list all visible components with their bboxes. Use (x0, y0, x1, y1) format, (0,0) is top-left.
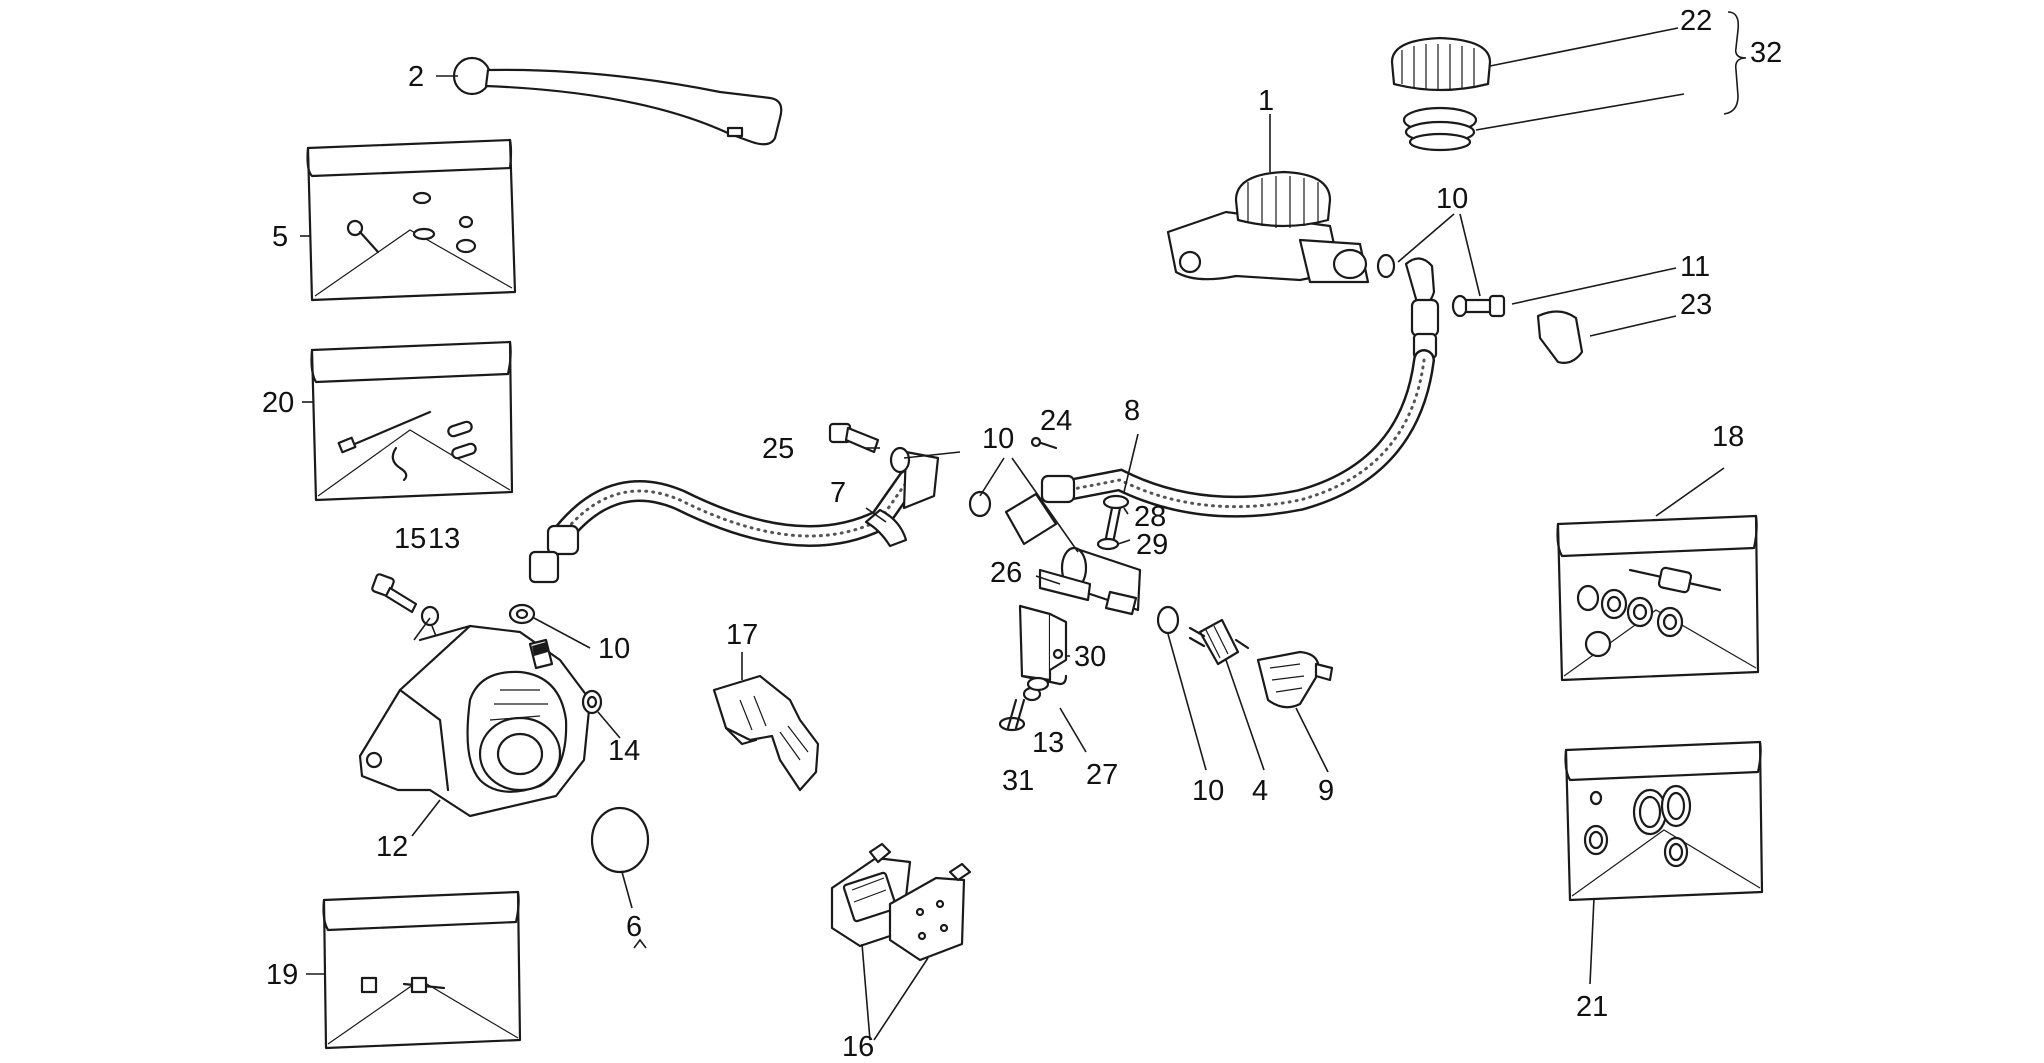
caliper-seal-bag-part (1564, 740, 1764, 902)
callout-7: 7 (830, 477, 846, 509)
master-cylinder-part (1166, 170, 1370, 284)
reservoir-cap-part (1390, 36, 1492, 152)
callout-28: 28 (1134, 501, 1166, 533)
callout-1: 1 (1258, 85, 1274, 117)
callout-10-upper: 10 (1436, 183, 1468, 215)
callout-9: 9 (1318, 775, 1334, 807)
callout-6: 6 (626, 911, 642, 943)
pin-24-part (1030, 436, 1058, 450)
bleeder-bolt-15-part (371, 573, 440, 627)
upper-banjo-fitting (1404, 257, 1440, 360)
callout-20: 20 (262, 387, 294, 419)
callout-18: 18 (1712, 421, 1744, 453)
callout-15: 15 (394, 523, 426, 555)
pad-spring-17-part (712, 674, 820, 792)
pin-kit-bag-part (310, 340, 514, 502)
brake-hose-8-part (1040, 349, 1435, 518)
callout-5: 5 (272, 221, 288, 253)
callout-2: 2 (408, 61, 424, 93)
bolt-kit-bag-part (306, 138, 517, 302)
seal-kit-bag-part (1556, 514, 1760, 682)
callout-27: 27 (1086, 759, 1118, 791)
callout-24: 24 (1040, 405, 1072, 437)
bolt-28-part (1096, 494, 1130, 551)
callout-13-lower: 13 (1032, 727, 1064, 759)
callout-23: 23 (1680, 289, 1712, 321)
callout-12: 12 (376, 831, 408, 863)
callout-17: 17 (726, 619, 758, 651)
washer-14-part (581, 689, 603, 715)
callout-11: 11 (1680, 251, 1710, 283)
callout-31: 31 (1002, 765, 1034, 797)
callout-30: 30 (1074, 641, 1106, 673)
callout-19: 19 (266, 959, 298, 991)
copper-washers-upper (1376, 253, 1396, 279)
brake-caliper-part (358, 624, 592, 818)
brake-hose-7-part (528, 450, 940, 584)
callout-25: 25 (762, 433, 794, 465)
leader-lines (300, 11, 1747, 1041)
brake-lever-part (452, 56, 783, 146)
callout-21: 21 (1576, 991, 1608, 1023)
callout-10-caliper: 10 (598, 633, 630, 665)
callout-8: 8 (1124, 395, 1140, 427)
dust-cap-23-part (1536, 310, 1584, 364)
callout-13-caliper: 13 (428, 523, 460, 555)
bolt-31-part (998, 676, 1050, 732)
callout-29: 29 (1136, 529, 1168, 561)
callout-16: 16 (842, 1031, 874, 1058)
banjo-bolt-25-part (828, 422, 911, 474)
brake-pads-16-part (830, 842, 972, 962)
callout-labels: 1 2 4 5 6 7 8 9 10 10 10 10 11 12 13 13 … (262, 5, 1782, 1063)
callout-26: 26 (990, 557, 1022, 589)
callout-22: 22 (1680, 5, 1712, 37)
switch-cover-9-part (1256, 650, 1334, 709)
banjo-bolt-11-part (1451, 294, 1506, 318)
callout-32: 32 (1750, 37, 1782, 69)
caret-mark (633, 938, 647, 949)
bleeder-kit-bag-part (322, 890, 522, 1050)
callout-14: 14 (608, 735, 640, 767)
bracket-30-part (1018, 604, 1068, 686)
brake-tee-fitting (968, 490, 1142, 616)
callout-10-lower: 10 (1192, 775, 1224, 807)
stop-light-switch-part (1156, 605, 1250, 666)
callout-4: 4 (1252, 775, 1268, 807)
callout-10-middle: 10 (982, 423, 1014, 455)
cover-6-part (590, 806, 650, 874)
washer-10-caliper (508, 603, 536, 625)
